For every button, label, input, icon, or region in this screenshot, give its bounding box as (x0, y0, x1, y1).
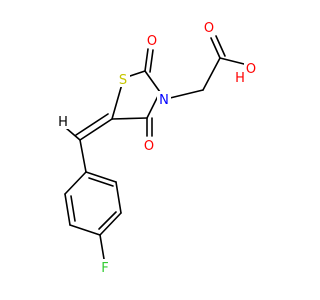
bond-c2-o-b (149, 49, 154, 73)
bond-ar-1-2 (85, 171, 117, 183)
bond-ar-5-6-inner (70, 195, 76, 222)
atom-hydroxyl-oxygen: O (246, 62, 256, 77)
atom-vinyl-hydrogen: H (58, 115, 68, 130)
bond-ar-4-5 (69, 224, 101, 236)
bond-ar-3-4-inner (98, 211, 117, 230)
bond-ar-5-6 (64, 193, 71, 226)
bond-c5-ch-b (75, 113, 109, 136)
bonds (64, 35, 245, 260)
atom-fluorine: F (101, 261, 108, 276)
atom-hydroxyl-hydrogen: H (235, 71, 245, 86)
bond-c2-o-a (144, 48, 149, 72)
bond-c5-ch-a (79, 118, 113, 141)
bond-ar-2-3 (115, 181, 122, 214)
bond-c-oh (219, 57, 245, 65)
atom-oxygen-c4: O (144, 139, 154, 154)
bond-ar-3-4 (99, 212, 122, 236)
bond-ch2-c (202, 57, 221, 91)
bond-c5-s (111, 83, 123, 120)
structure-canvas: S N O O O O H H F (57, 19, 258, 276)
atom-sulfur: S (119, 73, 127, 88)
bond-ch-h (65, 127, 81, 141)
bond-ch-ar (79, 139, 87, 173)
bond-ar-1-2-inner (88, 177, 114, 187)
bond-c2-n (144, 70, 161, 93)
bond-c-o-a (210, 37, 221, 59)
atom-oxygen-c2: O (147, 34, 157, 49)
atom-nitrogen: N (159, 93, 169, 108)
molecule-drawing: S N O O O O H H F (57, 19, 258, 276)
bond-ar-6-1 (64, 171, 87, 195)
bond-c-o-b (215, 35, 226, 57)
atom-labels: S N O O O O H H F (57, 19, 258, 276)
atom-oxygen-carbonyl: O (204, 21, 214, 36)
bond-c4-c5 (111, 117, 148, 120)
bond-ar-f (99, 234, 105, 260)
bond-n-ch2 (169, 89, 204, 99)
